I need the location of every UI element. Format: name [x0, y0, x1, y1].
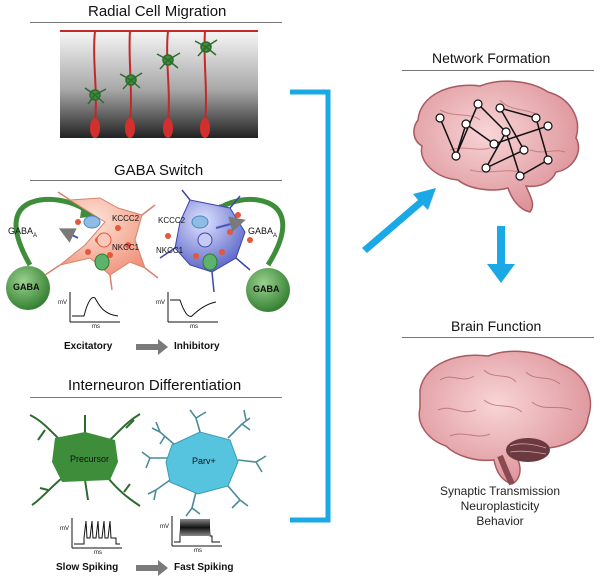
excitatory-neuron — [44, 191, 159, 291]
slow-spiking-label: Slow Spiking — [56, 562, 119, 573]
parv-cell — [141, 409, 267, 517]
inh-axis-y: mV — [156, 300, 165, 306]
gaba-ball-right — [246, 268, 290, 312]
arrow-to-network — [362, 188, 436, 253]
parv-soma — [165, 431, 239, 495]
cerebellum — [506, 438, 550, 462]
kcc2-transporter-inh — [191, 215, 209, 229]
trace-slow-spiking — [71, 518, 122, 549]
function-item-neuroplasticity: Neuroplasticity — [460, 499, 540, 513]
kcc2-label-right: KCCC2 — [158, 216, 186, 225]
inh-axis-x: ms — [190, 324, 198, 330]
gaba-title-rule — [30, 180, 282, 181]
kcc2-label-left: KCCC2 — [112, 214, 140, 223]
brain-function-list: Synaptic Transmission Neuroplasticity Be… — [420, 484, 580, 529]
gaba-a-sub-left: A — [33, 232, 38, 239]
gaba-ball-left — [6, 266, 50, 310]
gaba-switch-title: GABA Switch — [114, 162, 204, 179]
excitatory-label: Excitatory — [64, 341, 113, 352]
migrating-neuron-1 — [84, 87, 107, 105]
precursor-soma — [52, 432, 118, 482]
fast-axis-x: ms — [194, 548, 202, 554]
network-title-rule — [402, 70, 594, 71]
exc-axis-y: mV — [58, 300, 67, 306]
gaba-a-label-left: GABAA — [8, 226, 37, 239]
nkcc1-label-left: NKCC1 — [112, 243, 140, 252]
network-brain — [413, 80, 580, 213]
function-item-behavior: Behavior — [476, 514, 524, 528]
gaba-a-sub-right: A — [273, 232, 278, 239]
radial-glia-fibers — [93, 30, 207, 123]
nkcc1-transporter-exc — [94, 253, 110, 271]
radial-migration-title: Radial Cell Migration — [88, 3, 227, 20]
gaba-a-text-right: GABA — [248, 226, 274, 236]
gaba-a-label-right: GABAA — [248, 226, 277, 239]
cortex-gradient — [60, 30, 258, 138]
parv-label: Parv+ — [192, 456, 216, 466]
precursor-label: Precursor — [70, 454, 110, 464]
inhibitory-label: Inhibitory — [174, 341, 220, 352]
nkcc1-transporter-inh — [202, 253, 218, 271]
nkcc1-label-right: NKCC1 — [156, 246, 184, 255]
trace-inhibitory — [167, 292, 218, 323]
gaba-ball-label-left: GABA — [13, 282, 40, 292]
gaba-ball-label-right: GABA — [253, 284, 280, 294]
trace-excitatory — [69, 292, 120, 323]
gaba-axon-left — [13, 196, 90, 267]
slow-axis-x: ms — [94, 550, 102, 556]
exc-axis-x: ms — [92, 324, 100, 330]
interneuron-title: Interneuron Differentiation — [68, 377, 242, 394]
arrow-to-brain-function — [487, 226, 515, 283]
bracket — [290, 89, 331, 523]
gaba-axon-right — [212, 196, 286, 267]
kcc2-transporter-exc — [83, 215, 101, 229]
slow-axis-y: mV — [60, 526, 69, 532]
fast-axis-y: mV — [160, 524, 169, 530]
radial-glia-somas — [90, 118, 210, 138]
gaba-a-text-left: GABA — [8, 226, 34, 236]
network-nodes — [435, 99, 553, 181]
spiking-arrow — [136, 560, 168, 576]
migrating-neuron-2 — [119, 72, 143, 90]
migrating-neurons — [84, 39, 218, 105]
precursor-cell — [29, 413, 141, 507]
trace-fast-spiking — [171, 516, 222, 547]
inhibitory-neuron — [159, 189, 253, 293]
network-formation-title: Network Formation — [432, 50, 551, 66]
function-brain — [418, 350, 592, 486]
brain-title-rule — [402, 337, 594, 338]
brain-function-title: Brain Function — [451, 318, 542, 334]
switch-arrow — [136, 339, 168, 355]
interneuron-title-rule — [30, 397, 282, 398]
fast-spiking-label: Fast Spiking — [174, 562, 234, 573]
migrating-neuron-4 — [194, 39, 218, 57]
function-item-synaptic: Synaptic Transmission — [439, 484, 561, 498]
radial-title-rule — [30, 22, 282, 23]
migrating-neuron-3 — [156, 52, 181, 70]
